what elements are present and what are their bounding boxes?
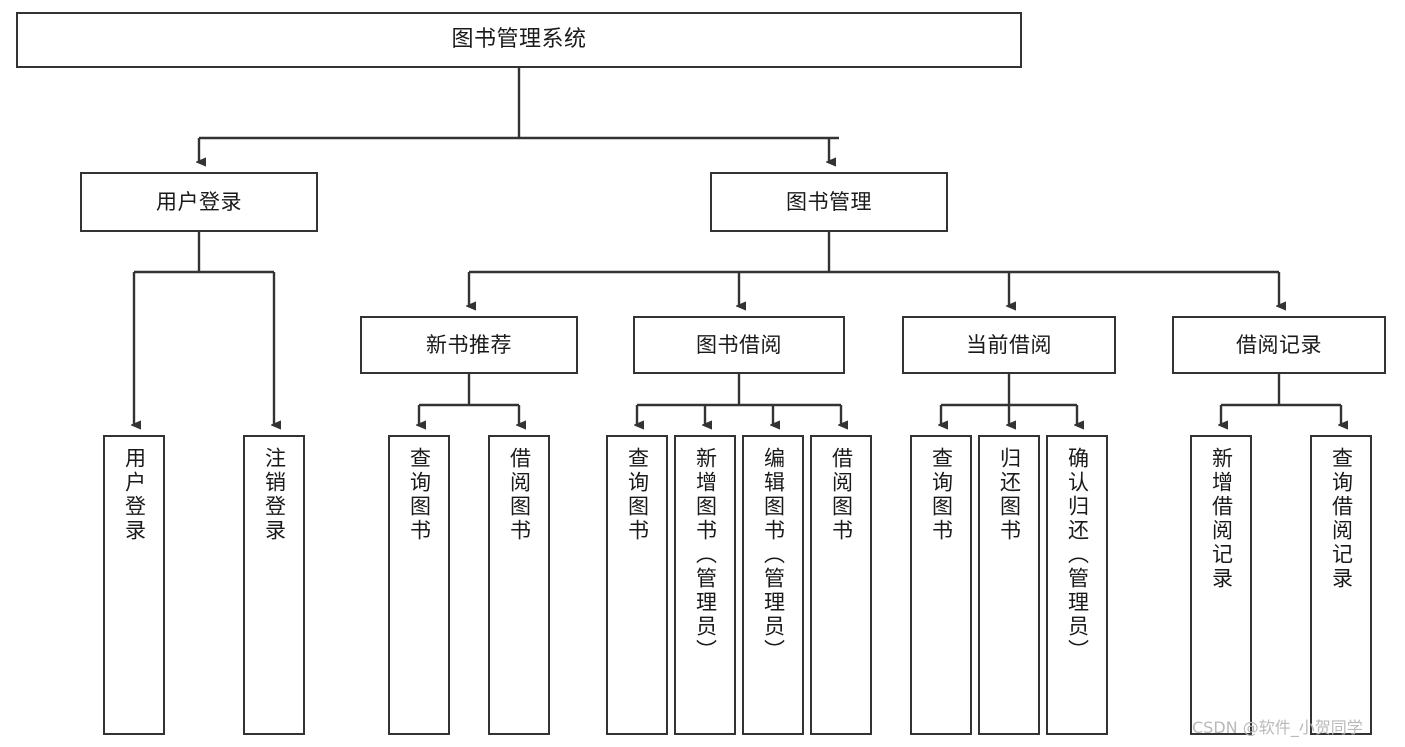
node-label: 归还图书	[997, 447, 1022, 543]
leaf-query-books-borrow[interactable]: 查询图书	[606, 435, 668, 735]
node-label: 查询图书	[407, 447, 432, 543]
leaf-borrow-books[interactable]: 借阅图书	[810, 435, 872, 735]
node-label: 用户登录	[122, 447, 147, 543]
node-label: 查询图书	[625, 447, 650, 543]
node-label: 图书借阅	[696, 332, 782, 357]
node-label: 查询借阅记录	[1329, 447, 1354, 591]
node-label: 借阅图书	[829, 447, 854, 543]
leaf-edit-book-admin[interactable]: 编辑图书（管理员）	[742, 435, 804, 735]
node-label: 查询图书	[929, 447, 954, 543]
leaf-confirm-return-admin[interactable]: 确认归还（管理员）	[1046, 435, 1108, 735]
node-label: 编辑图书（管理员）	[761, 447, 786, 663]
node-book-management[interactable]: 图书管理	[710, 172, 948, 232]
node-label: 图书管理系统	[451, 27, 587, 53]
leaf-return-books[interactable]: 归还图书	[978, 435, 1040, 735]
node-book-borrowing[interactable]: 图书借阅	[633, 316, 845, 374]
node-root-book-management-system[interactable]: 图书管理系统	[16, 12, 1022, 68]
node-label: 借阅图书	[507, 447, 532, 543]
node-label: 确认归还（管理员）	[1065, 447, 1090, 663]
node-label: 图书管理	[786, 189, 872, 214]
node-label: 借阅记录	[1236, 332, 1322, 357]
node-label: 新书推荐	[426, 332, 512, 357]
node-label: 新增借阅记录	[1209, 447, 1234, 591]
leaf-add-book-admin[interactable]: 新增图书（管理员）	[674, 435, 736, 735]
node-label: 新增图书（管理员）	[693, 447, 718, 663]
node-current-borrowing[interactable]: 当前借阅	[902, 316, 1116, 374]
leaf-query-books-recommend[interactable]: 查询图书	[388, 435, 450, 735]
csdn-watermark: CSDN @软件_小贺同学	[1192, 718, 1363, 737]
leaf-logout[interactable]: 注销登录	[243, 435, 305, 735]
node-label: 当前借阅	[966, 332, 1052, 357]
leaf-query-books-current[interactable]: 查询图书	[910, 435, 972, 735]
node-label: 用户登录	[156, 189, 242, 214]
node-borrowing-records[interactable]: 借阅记录	[1172, 316, 1386, 374]
node-new-book-recommendation[interactable]: 新书推荐	[360, 316, 578, 374]
node-user-login[interactable]: 用户登录	[80, 172, 318, 232]
leaf-user-login[interactable]: 用户登录	[103, 435, 165, 735]
leaf-add-borrow-record[interactable]: 新增借阅记录	[1190, 435, 1252, 735]
leaf-borrow-books-recommend[interactable]: 借阅图书	[488, 435, 550, 735]
leaf-query-borrow-record[interactable]: 查询借阅记录	[1310, 435, 1372, 735]
node-label: 注销登录	[262, 447, 287, 543]
